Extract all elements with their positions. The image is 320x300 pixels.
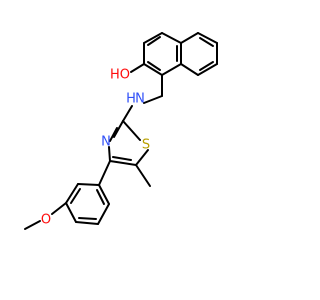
nh-thiazole-bond (122, 105, 133, 122)
thiazole-s-label: S (142, 138, 150, 153)
methylene-linker (143, 74, 163, 104)
c-oh-bond (130, 63, 145, 73)
amine-h-label: H (126, 92, 136, 107)
naphthalene-right-ring (180, 32, 218, 76)
methoxy-o-label: O (41, 213, 51, 228)
hydroxyl-label: HO (110, 68, 130, 83)
methoxyphenyl-ring (65, 160, 111, 225)
methoxy-group (24, 202, 67, 230)
methyl-group (135, 164, 151, 187)
thiazole-ring (108, 120, 149, 166)
amine-n-label: N (135, 92, 145, 107)
thiazole-n-label: N (101, 135, 111, 150)
naphthalene-left-ring (143, 32, 182, 76)
molecule-structure-diagram: HO H N N S O (24, 32, 218, 230)
